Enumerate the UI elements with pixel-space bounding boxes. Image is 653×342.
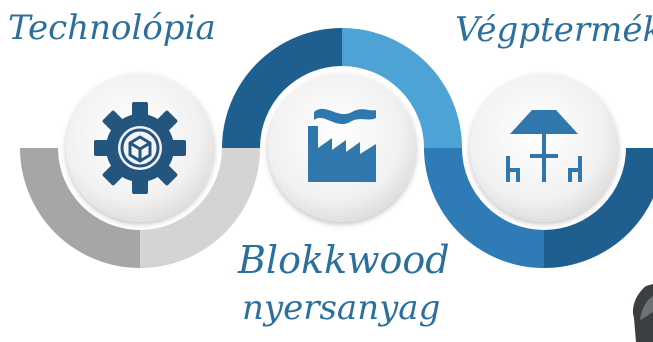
- label-technology: Technolópia: [8, 8, 216, 48]
- ribbon-middle-blue-light: [342, 28, 462, 148]
- label-end-product: Végptermék: [455, 10, 653, 50]
- gear-cube-icon: [94, 102, 186, 194]
- decorative-rock-image: [632, 284, 653, 342]
- ribbon-right-blue-dark: [544, 148, 653, 268]
- label-block-line1: Blokkwood: [238, 238, 450, 282]
- ribbon-left-grey-dark: [20, 148, 140, 268]
- ribbon-right-blue-mid: [424, 148, 544, 268]
- ribbon-left-grey-light: [140, 148, 260, 268]
- patio-table-icon: [506, 110, 582, 182]
- label-block-line2: nyersanyag: [242, 288, 441, 328]
- ribbon-middle-blue-dark: [222, 28, 342, 148]
- factory-icon: [308, 108, 376, 182]
